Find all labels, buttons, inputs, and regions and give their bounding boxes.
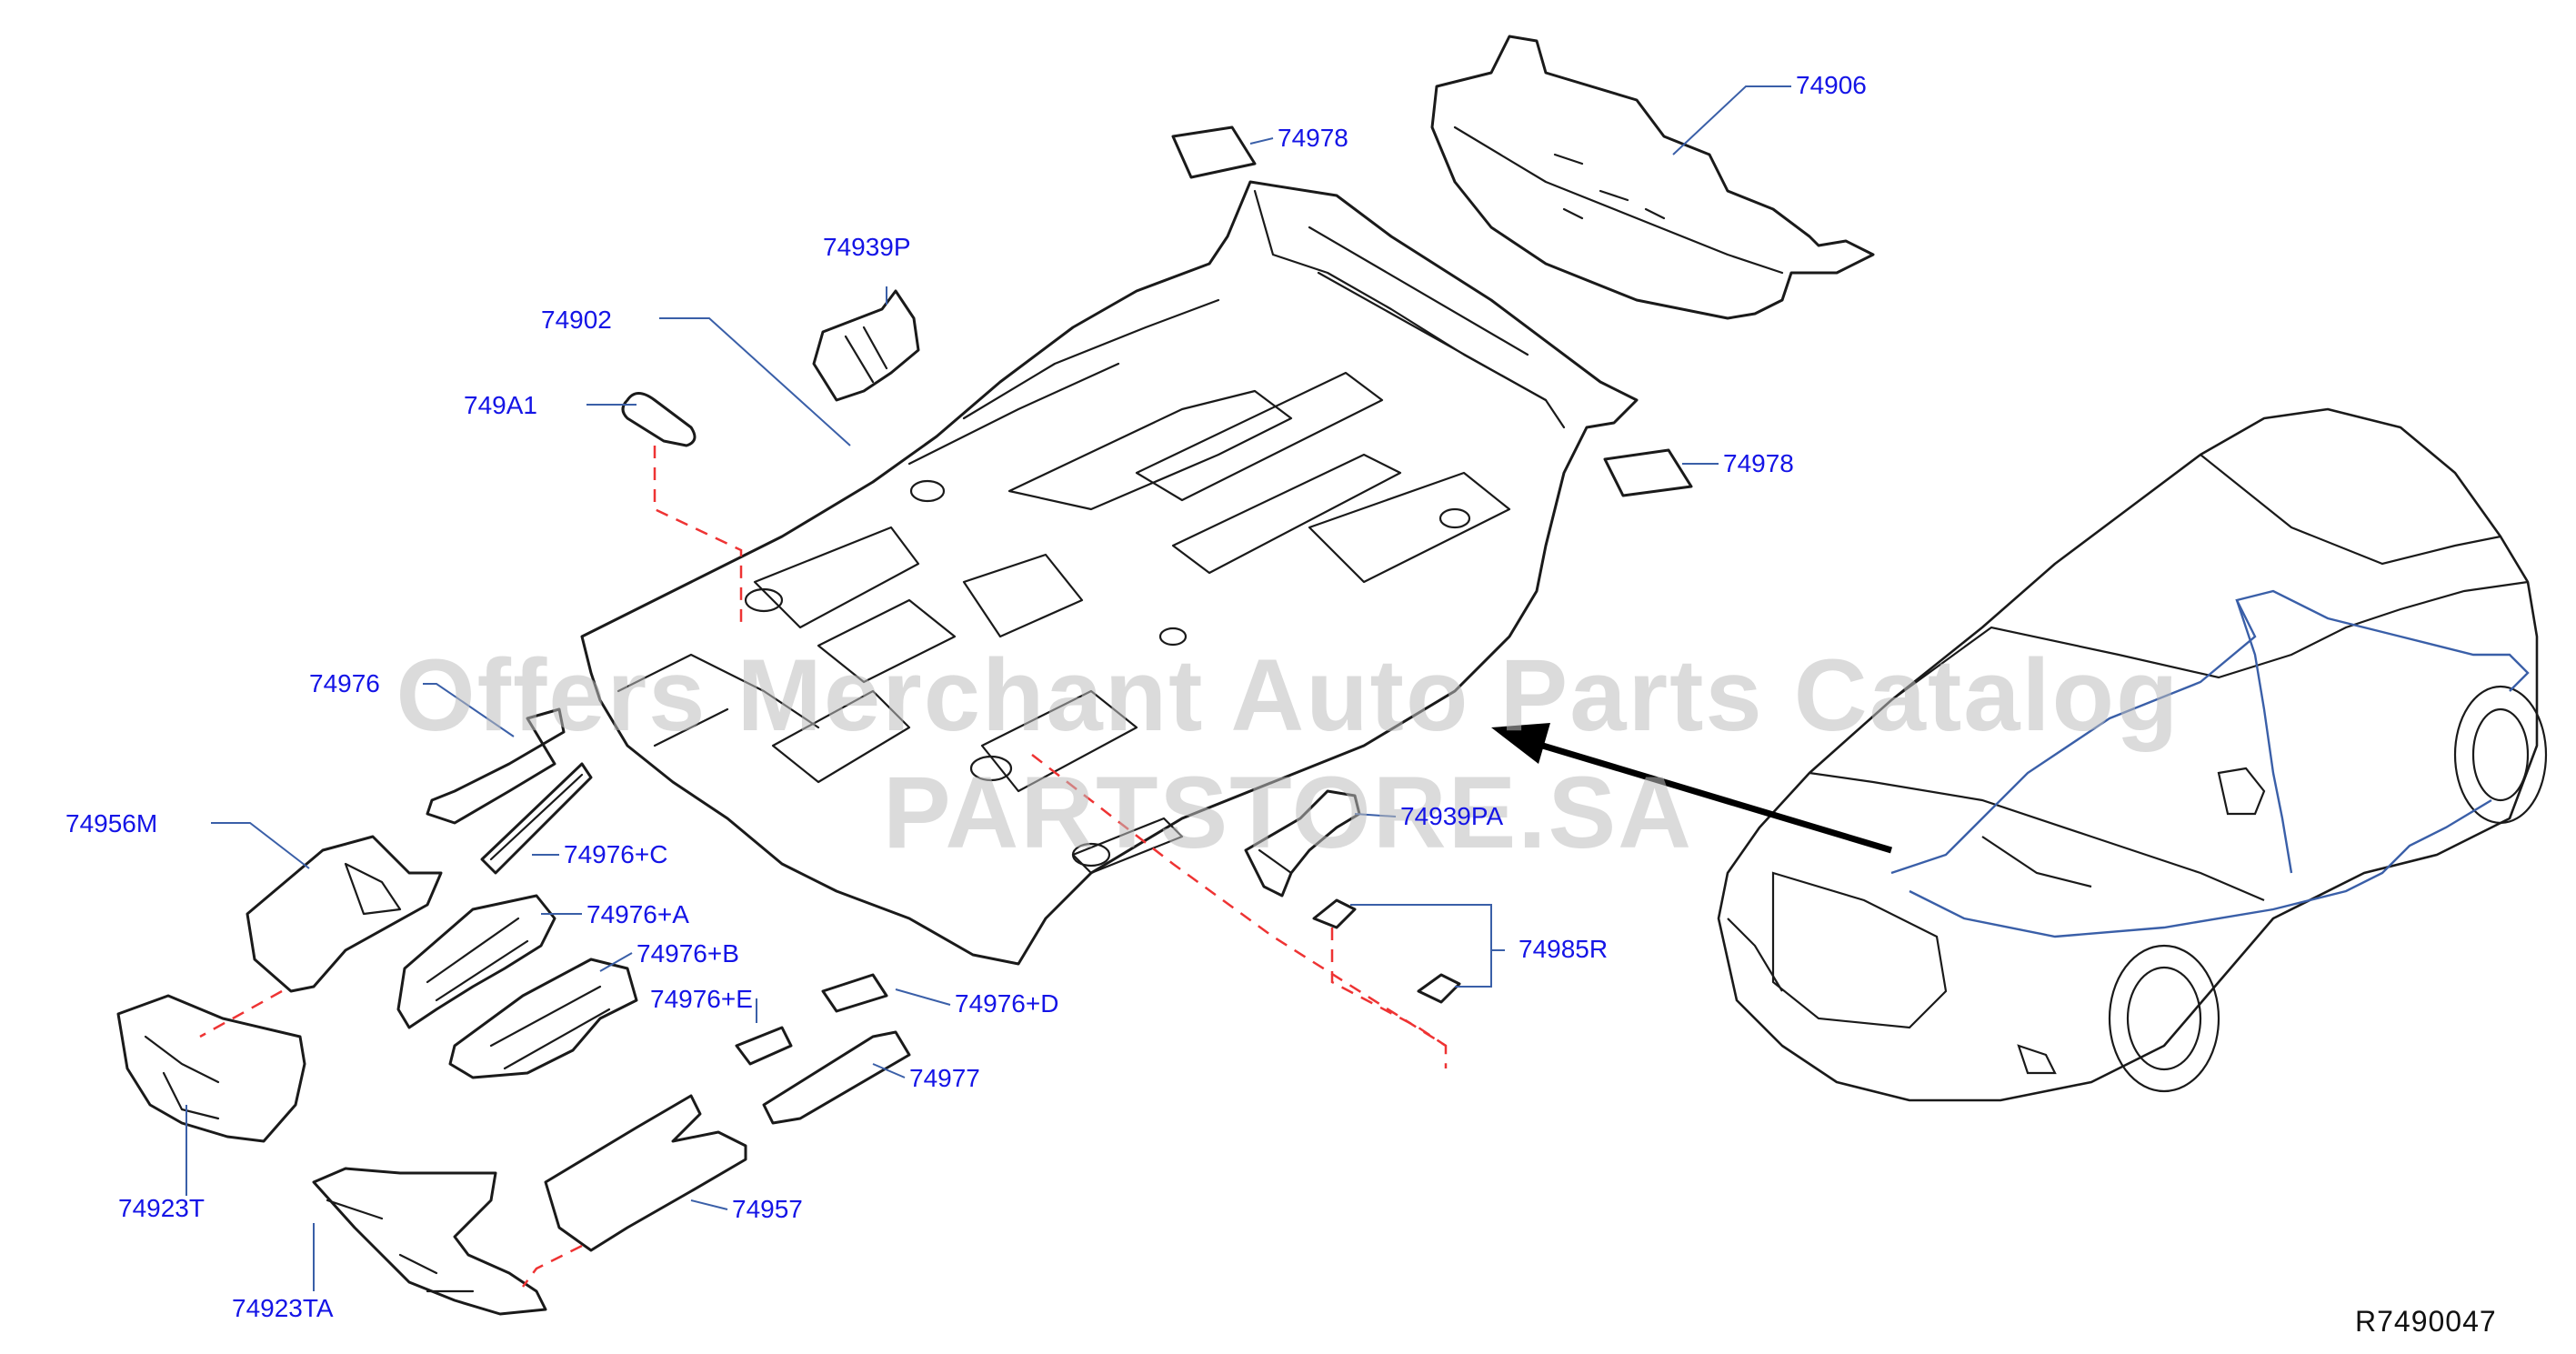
pad-74978-right-drawing[interactable] [1603,448,1693,497]
label-74976A[interactable]: 74976+A [586,900,689,928]
part-74976D-drawing[interactable] [821,973,888,1013]
label-74939P[interactable]: 74939P [823,233,911,261]
label-74978-right[interactable]: 74978 [1723,449,1794,477]
part-74923TA-drawing[interactable] [312,1167,547,1316]
part-74956M-drawing[interactable] [246,835,443,993]
direction-arrow [1491,723,1893,854]
pad-74978-upper-drawing[interactable] [1171,125,1257,179]
label-74906[interactable]: 74906 [1796,71,1867,99]
label-74976[interactable]: 74976 [309,669,380,697]
label-74976D[interactable]: 74976+D [955,989,1059,1018]
label-74902[interactable]: 74902 [541,306,612,334]
label-74976C[interactable]: 74976+C [564,840,668,868]
label-74976E[interactable]: 74976+E [650,985,753,1013]
label-74939PA[interactable]: 74939PA [1400,802,1504,830]
pad-74985R-lower-drawing[interactable] [1417,973,1461,1004]
label-74923T[interactable]: 74923T [118,1194,205,1222]
part-74957-drawing[interactable] [544,1094,747,1252]
label-74956M[interactable]: 74956M [65,809,158,837]
label-74923TA[interactable]: 74923TA [232,1294,334,1322]
floor-carpet-drawing[interactable] [580,180,1639,966]
part-74976-drawing[interactable] [426,707,566,825]
diagram-id: R7490047 [2355,1305,2497,1338]
part-74977-drawing[interactable] [762,1030,911,1125]
clip-749A1-drawing[interactable] [621,392,697,447]
label-74978-upper[interactable]: 74978 [1278,124,1348,152]
label-74977[interactable]: 74977 [909,1064,980,1092]
part-74923T-drawing[interactable] [116,994,306,1143]
label-749A1[interactable]: 749A1 [464,391,537,419]
label-74957[interactable]: 74957 [732,1195,803,1223]
part-74976A-drawing[interactable] [396,894,556,1029]
label-74976B[interactable]: 74976+B [636,939,739,968]
vehicle-illustration [1717,407,2548,1102]
reference-dash-lines [199,446,1448,1288]
part-74939PA-drawing[interactable] [1244,789,1361,898]
label-74985R[interactable]: 74985R [1519,935,1609,963]
part-74976E-drawing[interactable] [735,1026,793,1066]
pad-74985R-upper-drawing[interactable] [1312,898,1357,929]
rear-panel-drawing[interactable] [1430,35,1875,320]
leader-lines [185,85,1791,1291]
part-74939P-drawing[interactable] [812,289,920,402]
